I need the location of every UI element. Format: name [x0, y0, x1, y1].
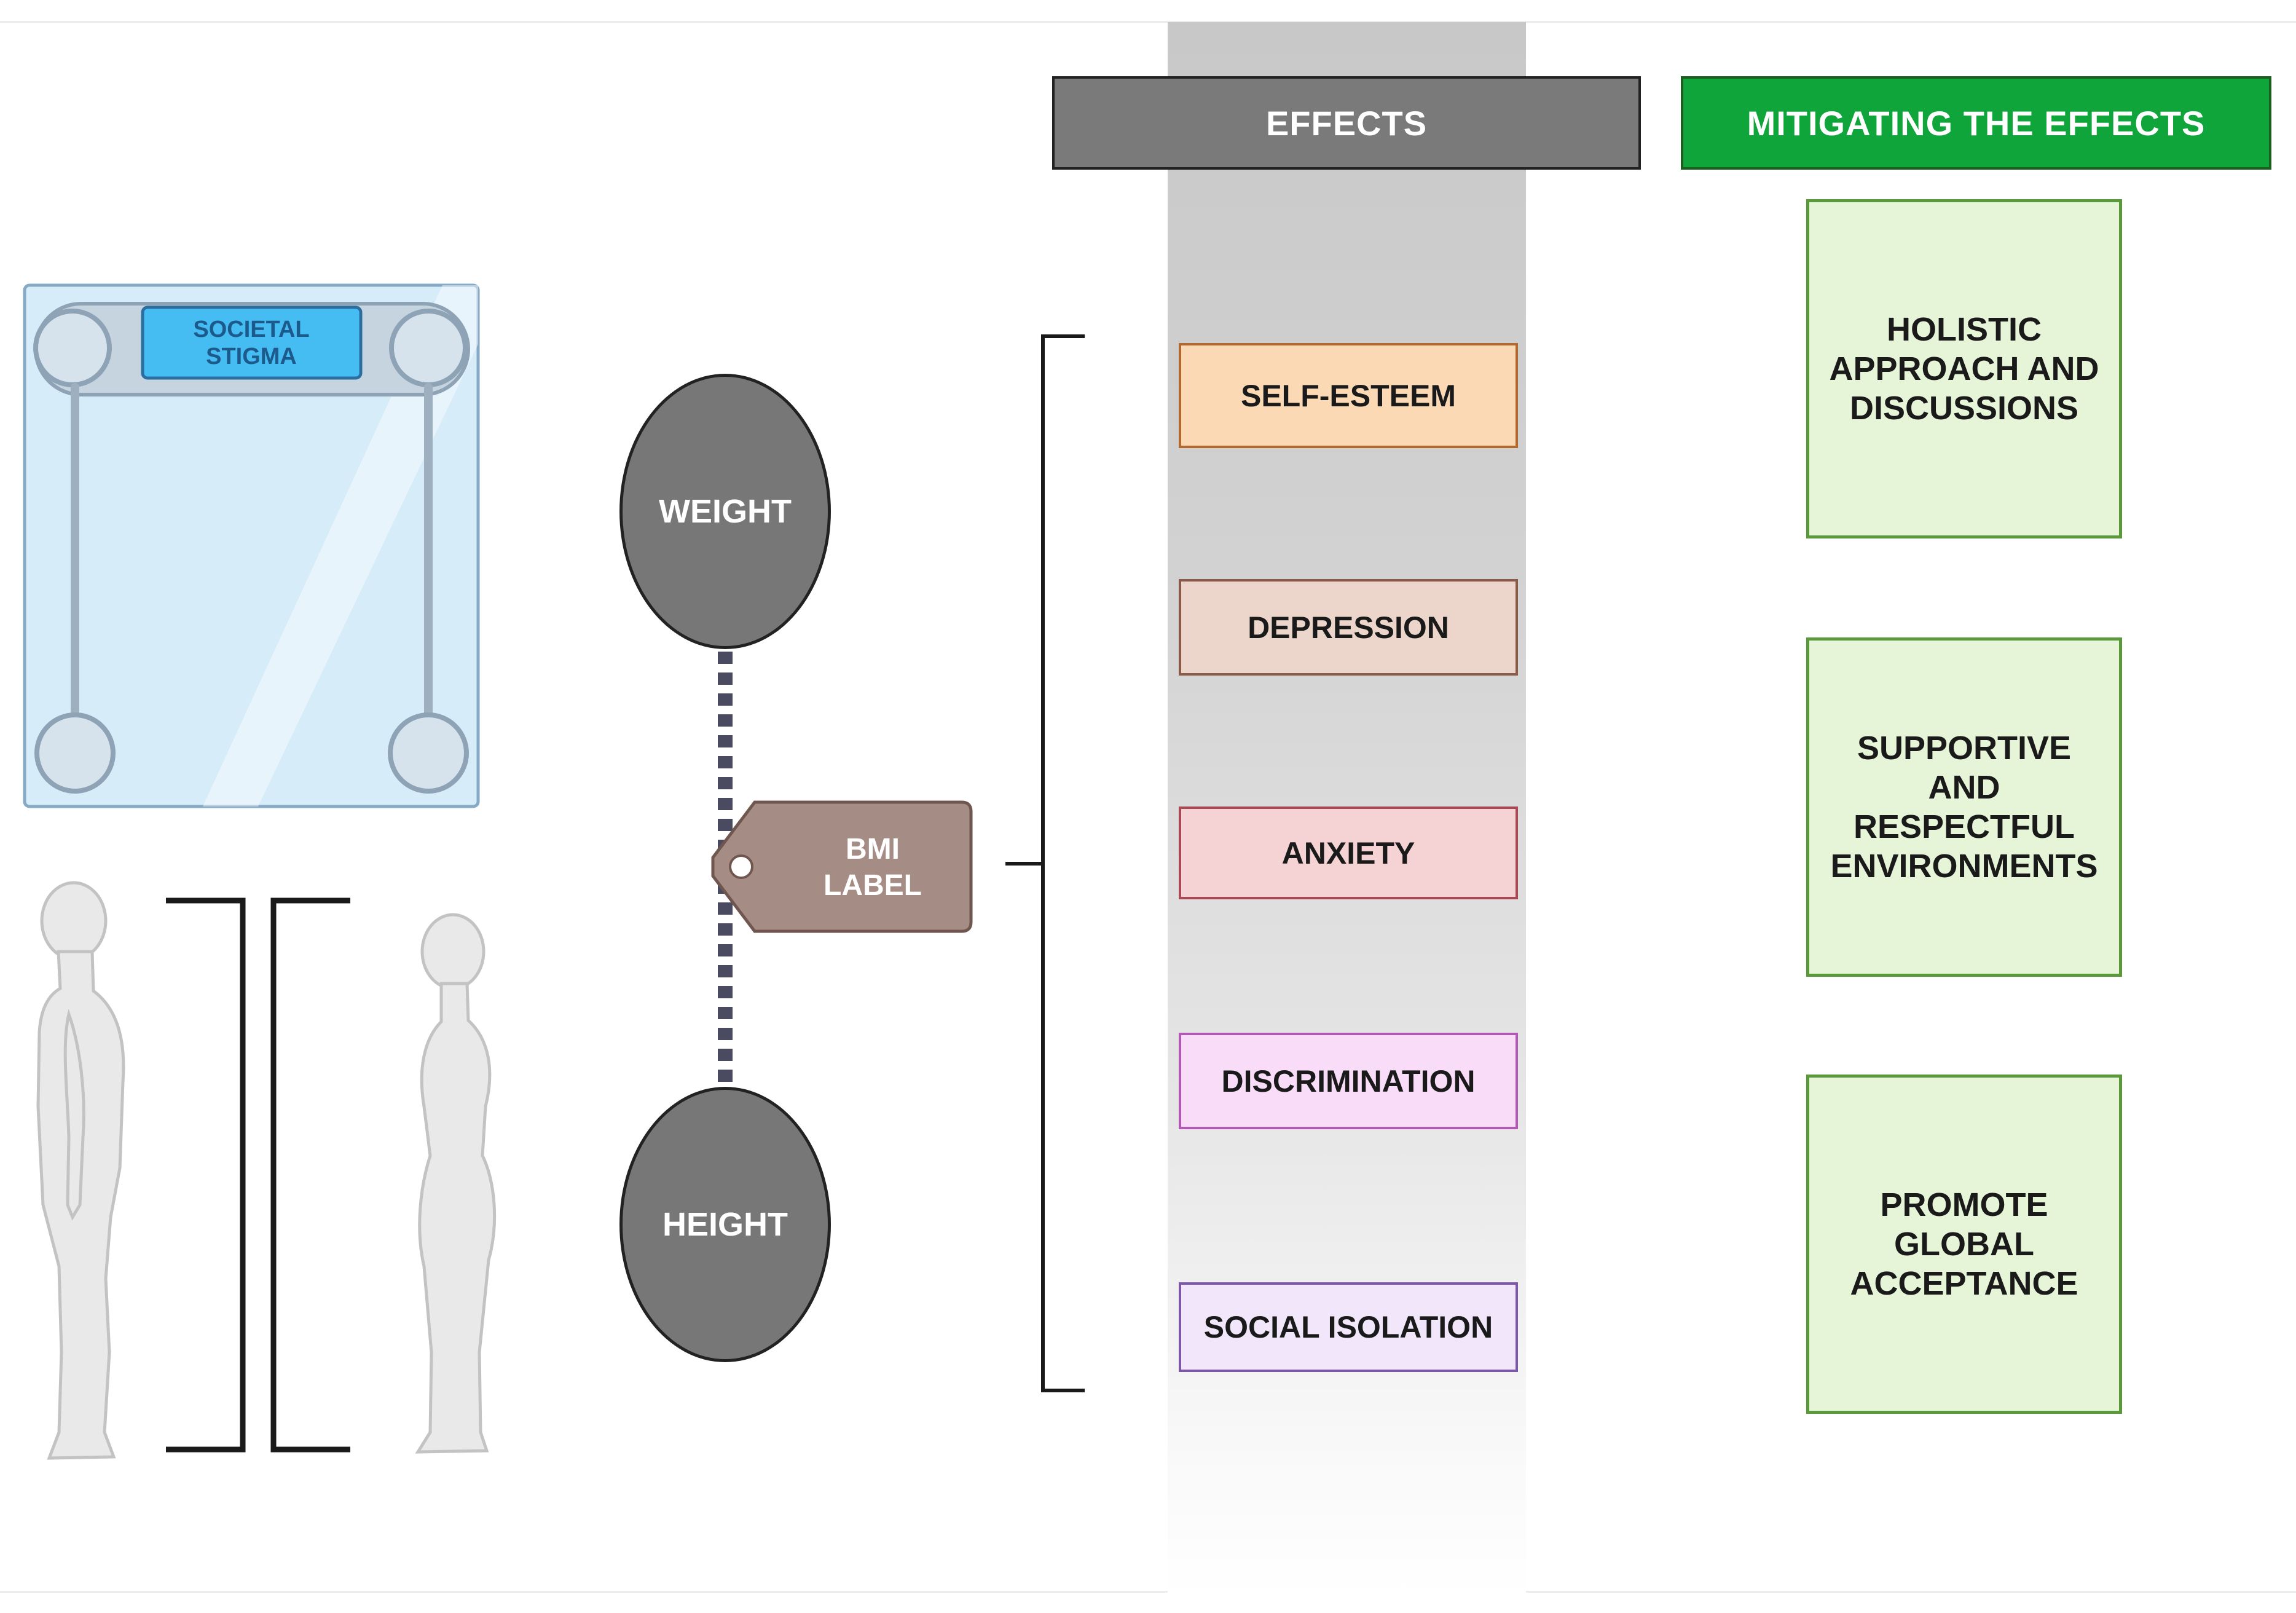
effect-box-discrimination: DISCRIMINATION	[1179, 1033, 1518, 1129]
weight-label: WEIGHT	[659, 493, 792, 530]
mitigation-label: SUPPORTIVE AND RESPECTFUL ENVIRONMENTS	[1830, 730, 2098, 885]
weight-node: WEIGHT	[619, 374, 831, 649]
mitigation-label: PROMOTE GLOBAL ACCEPTANCE	[1850, 1186, 2078, 1302]
male-figure-icon	[36, 881, 125, 1460]
effect-box-self-esteem: SELF-ESTEEM	[1179, 343, 1518, 448]
effects-header-label: EFFECTS	[1265, 103, 1428, 143]
mitigation-header: MITIGATING THE EFFECTS	[1681, 76, 2271, 170]
effect-label: DEPRESSION	[1248, 610, 1449, 645]
height-label: HEIGHT	[662, 1206, 788, 1243]
bmi-tag-line-2: LABEL	[824, 869, 922, 902]
female-figure-icon	[415, 913, 497, 1454]
effect-label: ANXIETY	[1281, 835, 1415, 870]
scale-display-line-2: STIGMA	[206, 344, 297, 369]
height-bracket-left	[166, 897, 246, 1453]
height-node: HEIGHT	[619, 1087, 831, 1362]
mitigation-box-acceptance: PROMOTE GLOBAL ACCEPTANCE	[1806, 1075, 2122, 1414]
scale-display-line-1: SOCIETAL	[193, 317, 309, 342]
effect-box-social-isolation: SOCIAL ISOLATION	[1179, 1282, 1518, 1372]
mitigation-box-supportive: SUPPORTIVE AND RESPECTFUL ENVIRONMENTS	[1806, 637, 2122, 977]
bmi-tag-icon: BMI LABEL	[711, 800, 973, 933]
bottom-rule	[0, 1591, 2296, 1593]
mitigation-header-label: MITIGATING THE EFFECTS	[1747, 103, 2206, 143]
bmi-tag-line-1: BMI	[846, 833, 900, 866]
effect-box-anxiety: ANXIETY	[1179, 806, 1518, 899]
height-bracket-right	[270, 897, 350, 1453]
effects-header: EFFECTS	[1052, 76, 1641, 170]
effect-box-depression: DEPRESSION	[1179, 579, 1518, 676]
effect-label: SOCIAL ISOLATION	[1203, 1310, 1493, 1344]
effects-bracket	[1005, 334, 1085, 1392]
scale-display	[141, 306, 363, 380]
effect-label: DISCRIMINATION	[1221, 1063, 1476, 1098]
mitigation-box-holistic: HOLISTIC APPROACH AND DISCUSSIONS	[1806, 199, 2122, 538]
effect-label: SELF-ESTEEM	[1240, 378, 1457, 413]
bathroom-scale-icon: SOCIETAL STIGMA	[23, 283, 480, 808]
top-rule	[0, 21, 2296, 23]
mitigation-label: HOLISTIC APPROACH AND DISCUSSIONS	[1829, 311, 2099, 427]
